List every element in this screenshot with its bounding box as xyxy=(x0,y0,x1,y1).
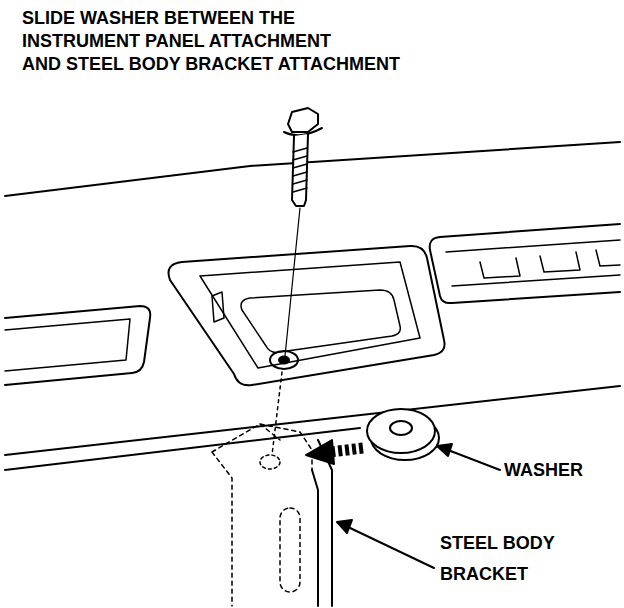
figure-title: SLIDE WASHER BETWEEN THE INSTRUMENT PANE… xyxy=(20,7,402,76)
part-label: STEEL BODY BRACKET xyxy=(438,528,620,590)
recess-outer xyxy=(169,246,445,385)
bolt-centerline xyxy=(285,208,300,356)
left-vent-inner xyxy=(5,319,130,371)
recess-inner xyxy=(200,262,420,368)
bolt-shank xyxy=(292,134,308,206)
hole-projection xyxy=(272,372,282,455)
bracket-hole xyxy=(260,455,280,469)
bracket-slot xyxy=(280,508,300,592)
bracket-hidden xyxy=(212,424,312,606)
right-vent-inner xyxy=(446,240,620,286)
bolt-flange xyxy=(284,128,322,135)
recess-floor xyxy=(241,290,400,352)
panel-front-edge xyxy=(5,386,620,455)
panel-back-edge xyxy=(5,142,620,196)
washer-face xyxy=(367,409,435,453)
washer-leader xyxy=(448,450,500,470)
recess-tab xyxy=(212,292,224,322)
bolt-head xyxy=(288,108,318,132)
bracket-side xyxy=(312,440,332,606)
part-label: WASHER xyxy=(502,459,585,481)
bolt-threads xyxy=(293,148,307,192)
vent-slats xyxy=(480,250,620,278)
bracket-leader-head xyxy=(337,520,352,533)
mount-hole-inner xyxy=(279,357,289,364)
panel-lower-edge xyxy=(5,428,360,470)
left-vent xyxy=(5,306,150,385)
washer-hole xyxy=(390,421,412,435)
slide-arrow-head xyxy=(306,440,334,464)
mount-hole xyxy=(270,351,298,369)
slide-arrow-shaft xyxy=(330,448,363,452)
washer-leader-head xyxy=(437,444,452,456)
bracket-leader xyxy=(348,527,434,568)
